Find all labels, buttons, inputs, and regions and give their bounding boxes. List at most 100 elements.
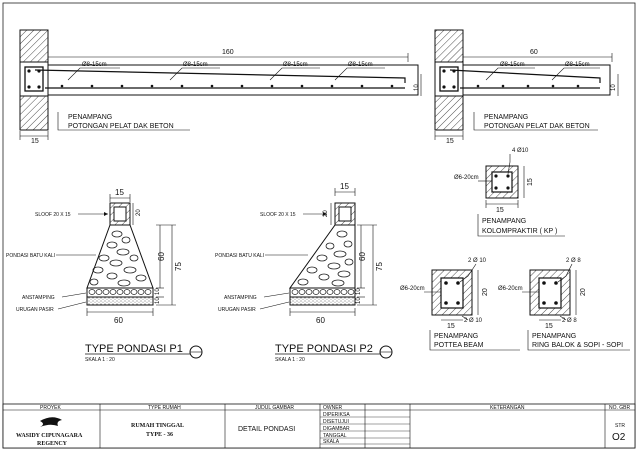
slab-left-thickness-dim: 10 — [414, 84, 420, 91]
p1-base-dim: 60 — [114, 316, 123, 325]
p2-batu-label: PONDASI BATU KALI — [215, 253, 264, 259]
tb-owner-row: DISETUJUI — [323, 419, 349, 425]
pondasi-p2-section: 15 20 SLOOF 20 X 15 PONDASI BATU KALI AN… — [215, 182, 393, 363]
p1-anstamping-label: ANSTAMPING — [22, 295, 55, 301]
rb-stirrup-label: Ø6-20cm — [498, 286, 523, 292]
slab-left-section: Ø8-15cm Ø8-15cm Ø8-15cm Ø8-15cm 160 10 1… — [19, 29, 422, 145]
p2-title: TYPE PONDASI P2 — [275, 343, 373, 355]
tb-proyek-header: PROYEK — [40, 405, 62, 411]
slab-right-rebar-label: Ø8-15cm — [565, 62, 590, 68]
p2-total-dim: 75 — [375, 262, 384, 271]
pb-bottom-label: 2 Ø 10 — [464, 318, 483, 324]
p2-base-dim: 60 — [316, 316, 325, 325]
slab-left-rebar-dots-row — [60, 84, 394, 88]
p2-scale: SKALA 1 : 20 — [275, 357, 305, 363]
slab-left-wall-top — [19, 29, 49, 66]
p2-layer-dim2: 10 — [356, 297, 362, 304]
slab-left-stirrup — [24, 66, 44, 92]
p2-top-dim: 15 — [340, 182, 349, 191]
kp-height-dim: 15 — [527, 178, 534, 186]
pb-width-dim: 15 — [447, 323, 455, 330]
bird-logo-icon — [40, 417, 62, 427]
slab-left-rebar-label: Ø8-15cm — [348, 62, 373, 68]
p1-sloof-label: SLOOF 20 X 15 — [35, 212, 71, 218]
slab-right-rebar-label: Ø8-15cm — [500, 62, 525, 68]
rb-top-label: 2 Ø 8 — [566, 258, 581, 264]
title-block: PROYEK WASIDY CIPUNAGARA REGENCY TYPE RU… — [2, 403, 636, 449]
tb-owner-row: DIPERIKSA — [323, 412, 350, 418]
rb-caption-line1: PENAMPANG — [532, 333, 576, 340]
tb-judul-value: DETAIL PONDASI — [238, 426, 295, 433]
tb-owner-row: DIGAMBAR — [323, 426, 350, 432]
p1-layer-dim2: 10 — [155, 297, 161, 304]
kp-caption-line2: KOLOMPRAKTIR ( KP ) — [482, 228, 557, 235]
slab-left-top-rebar — [34, 69, 406, 83]
slab-left-rebar-dot — [27, 69, 31, 73]
p1-height-dim: 60 — [157, 252, 166, 261]
pb-top-label: 2 Ø 10 — [468, 258, 487, 264]
tb-owner-row: OWNER — [323, 405, 343, 411]
kp-stirrup-label: Ø6-20cm — [454, 175, 479, 181]
tb-no-value: O2 — [612, 432, 626, 443]
p2-urugan — [289, 296, 356, 306]
p2-stone-pattern — [297, 230, 354, 287]
slab-right-section: Ø8-15cm Ø8-15cm 60 10 15 PENAMPANG POTON… — [434, 29, 619, 145]
slab-left-rebar-label: Ø8-15cm — [183, 62, 208, 68]
slab-left-slab — [19, 64, 419, 96]
pb-height-dim: 20 — [482, 288, 489, 296]
tb-proyek-value-line2: REGENCY — [37, 441, 68, 447]
p1-sloof-dim: 20 — [136, 209, 142, 216]
tb-proyek-value-line1: WASIDY CIPUNAGARA — [16, 433, 83, 439]
pottea-beam-section: 2 Ø 10 Ø6-20cm 20 15 2 Ø 10 PENAMPANG PO… — [400, 258, 520, 351]
kolom-praktis-section: 4 Ø10 Ø6-20cm 15 15 PENAMPANG KOLOMPRAKT… — [454, 148, 565, 237]
slab-left-wall-dim: 15 — [31, 138, 39, 145]
kp-caption-line1: PENAMPANG — [482, 218, 526, 225]
tb-str-label: STR — [615, 423, 625, 429]
p2-height-dim: 60 — [358, 252, 367, 261]
p1-layer-dim1: 10 — [155, 288, 161, 295]
p2-urugan-label: URUGAN PASIR — [218, 307, 256, 313]
slab-left-rebar-dot — [27, 85, 31, 89]
slab-left-rebar-dot — [37, 85, 41, 89]
p1-urugan — [86, 296, 154, 306]
pondasi-p1-section: 15 20 SLOOF 20 X 15 PONDASI BATU KALI — [6, 188, 203, 363]
p1-scale: SKALA 1 : 20 — [85, 357, 115, 363]
rb-height-dim: 20 — [580, 288, 587, 296]
rb-bottom-label: 2 Ø 8 — [562, 318, 577, 324]
rb-width-dim: 15 — [545, 323, 553, 330]
slab-left-rebar-label: Ø8-15cm — [82, 62, 107, 68]
slab-left-caption-line1: PENAMPANG — [68, 114, 112, 121]
kp-width-dim: 15 — [496, 207, 504, 214]
tb-tipe-header: TYPE RUMAH — [148, 405, 181, 411]
pb-stirrup-label: Ø6-20cm — [400, 286, 425, 292]
p2-layer-dim1: 10 — [356, 288, 362, 295]
slab-left-wall-bottom — [19, 94, 49, 131]
tb-judul-header: JUDUL GAMBAR — [255, 405, 294, 411]
tb-owner-row: SKALA — [323, 439, 340, 445]
tb-tipe-value-line1: RUMAH TINGGAL — [131, 423, 184, 429]
slab-right-width-dim: 60 — [530, 49, 538, 56]
ring-balok-section: 2 Ø 8 Ø6-20cm 20 15 2 Ø 8 PENAMPANG RING… — [498, 258, 630, 351]
pb-caption-line1: PENAMPANG — [434, 333, 478, 340]
p2-sloof-dim: 20 — [323, 210, 329, 217]
p1-title: TYPE PONDASI P1 — [85, 343, 183, 355]
tb-no-header: NO. GBR — [609, 405, 631, 411]
slab-right-caption-line1: PENAMPANG — [484, 114, 528, 121]
rb-caption-line2: RING BALOK & SOPI - SOPI — [532, 342, 623, 349]
p1-top-dim: 15 — [115, 188, 124, 197]
p2-sloof-label: SLOOF 20 X 15 — [260, 212, 296, 218]
pb-caption-line2: POTTEA BEAM — [434, 342, 484, 349]
tb-tipe-value-line2: TYPE - 36 — [146, 432, 173, 438]
p1-stone-body — [86, 224, 154, 289]
tb-owner-row: TANGGAL — [323, 433, 347, 439]
slab-left-caption-line2: POTONGAN PELAT DAK BETON — [68, 123, 174, 130]
p1-urugan-label: URUGAN PASIR — [16, 307, 54, 313]
p1-total-dim: 75 — [174, 262, 183, 271]
slab-left-leaders — [67, 67, 385, 81]
p1-batu-label: PONDASI BATU KALI — [6, 253, 55, 259]
slab-right-thickness-dim: 10 — [611, 84, 617, 91]
kp-top-label: 4 Ø10 — [512, 148, 529, 154]
tb-keterangan-header: KETERANGAN — [490, 405, 525, 411]
slab-left-rebar-label: Ø8-15cm — [283, 62, 308, 68]
